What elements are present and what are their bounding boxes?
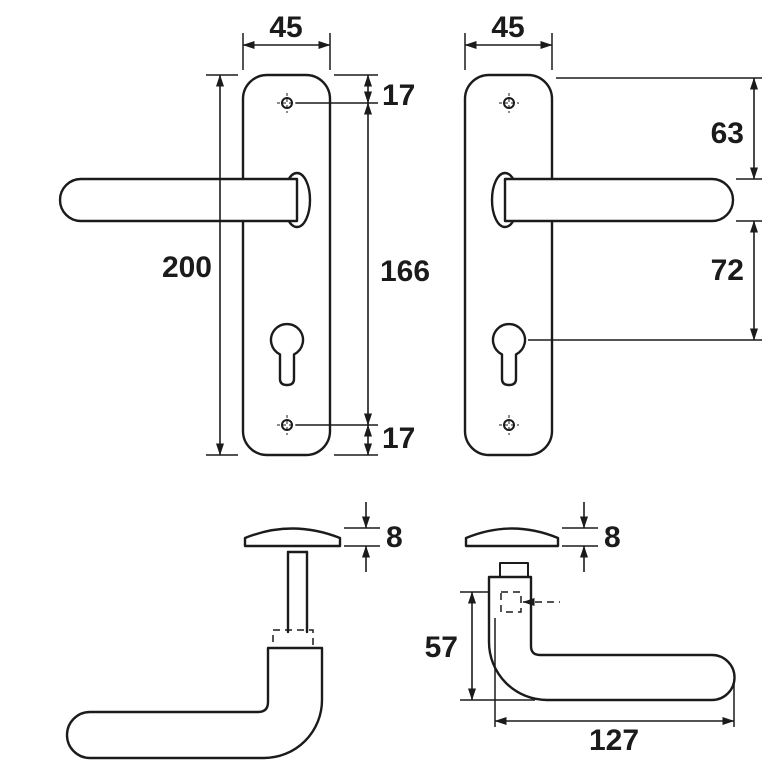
side-view-right xyxy=(464,527,736,702)
left-screw-hole-top xyxy=(277,93,297,113)
dim-handle-height: 57 xyxy=(425,591,535,701)
dim-label-17-bottom: 17 xyxy=(382,422,415,455)
right-plate-side-profile xyxy=(464,527,560,548)
dim-label-166: 166 xyxy=(380,255,430,288)
dim-plate-width-left: 45 xyxy=(242,11,331,70)
right-screw-hole-bottom xyxy=(499,415,519,435)
right-handle-lever xyxy=(503,177,735,223)
dim-handle-cylinder-distance: 72 xyxy=(711,220,758,341)
dim-label-57: 57 xyxy=(425,631,458,664)
right-euro-cylinder-cutout xyxy=(491,322,527,387)
dim-plate-height: 200 xyxy=(162,74,238,456)
left-plate-side-profile xyxy=(243,527,342,548)
right-screw-hole-top xyxy=(499,93,519,113)
dim-handle-length: 127 xyxy=(494,618,735,757)
dim-handle-top-distance: 63 xyxy=(711,77,758,180)
dim-right-chain: 63 72 xyxy=(528,77,762,341)
dim-label-45-right: 45 xyxy=(491,11,524,44)
left-euro-cylinder-cutout xyxy=(269,322,305,387)
dim-plate-thickness-right: 8 xyxy=(562,502,621,572)
dim-plate-width-right: 45 xyxy=(464,11,553,70)
dim-label-63: 63 xyxy=(711,117,744,150)
left-backplate xyxy=(241,73,332,457)
right-handle-side-profile xyxy=(487,575,736,702)
dim-label-72: 72 xyxy=(711,254,744,287)
dim-screw-offset-top: 17 xyxy=(364,74,415,112)
dim-label-45-left: 45 xyxy=(269,11,302,44)
right-hidden-spindle-hole xyxy=(500,591,522,613)
dim-screw-chain: 17 166 17 xyxy=(296,74,430,456)
dim-label-8-right: 8 xyxy=(604,521,621,554)
right-handle-neck-cap xyxy=(499,562,529,578)
dim-screw-offset-bottom: 17 xyxy=(364,422,415,456)
dim-label-127: 127 xyxy=(589,724,639,757)
dim-plate-thickness-left: 8 xyxy=(344,502,403,572)
dim-label-8-left: 8 xyxy=(386,521,403,554)
dim-label-200: 200 xyxy=(162,251,212,284)
right-backplate xyxy=(463,73,554,457)
front-view-right-assembly xyxy=(463,73,735,457)
dim-label-17-top: 17 xyxy=(382,79,415,112)
left-handle-lever xyxy=(58,177,299,223)
left-handle-side-profile xyxy=(65,646,324,760)
side-view-left xyxy=(65,527,342,760)
left-handle-neck xyxy=(286,550,309,634)
dim-screw-distance: 166 xyxy=(364,102,430,426)
left-screw-hole-bottom xyxy=(277,415,297,435)
front-view-left-assembly xyxy=(58,73,332,457)
